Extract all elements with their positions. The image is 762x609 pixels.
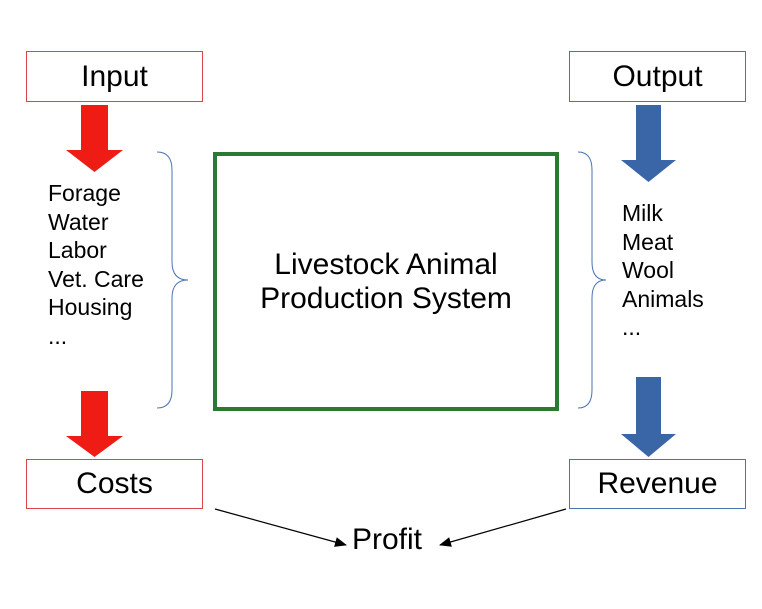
input-label: Input <box>81 59 148 93</box>
revenue-down-arrow <box>621 377 676 457</box>
list-item: ... <box>48 322 68 349</box>
output-box: Output <box>569 51 746 102</box>
costs-to-profit-arrow <box>214 508 347 547</box>
list-item: ... <box>622 314 642 340</box>
costs-box: Costs <box>26 459 203 509</box>
list-item: Wool <box>622 257 674 283</box>
output-brace <box>577 151 607 409</box>
output-down-arrow <box>621 105 676 182</box>
revenue-label: Revenue <box>597 467 718 500</box>
revenue-to-profit-arrow <box>439 508 567 547</box>
list-item: Meat <box>622 228 674 255</box>
input-items-list: Forage Water Labor Vet. Care Housing ... <box>48 179 144 350</box>
costs-label: Costs <box>76 467 153 500</box>
system-title-line2: Production System <box>260 281 512 315</box>
list-item: Forage <box>48 180 121 206</box>
production-system-box: Livestock Animal Production System <box>213 152 559 411</box>
profit-label: Profit <box>352 523 423 556</box>
list-item: Water <box>48 208 109 235</box>
system-title-line1: Livestock Animal <box>274 247 498 281</box>
output-items-list: Milk Meat Wool Animals ... <box>622 199 704 342</box>
list-item: Labor <box>48 237 107 263</box>
input-box: Input <box>26 51 203 102</box>
list-item: Vet. Care <box>48 265 144 292</box>
list-item: Milk <box>622 200 663 226</box>
input-down-arrow <box>66 105 123 172</box>
list-item: Animals <box>622 285 704 312</box>
costs-down-arrow <box>66 391 123 457</box>
list-item: Housing <box>48 294 133 320</box>
output-label: Output <box>612 59 703 93</box>
input-brace <box>156 151 189 409</box>
revenue-box: Revenue <box>569 459 746 509</box>
